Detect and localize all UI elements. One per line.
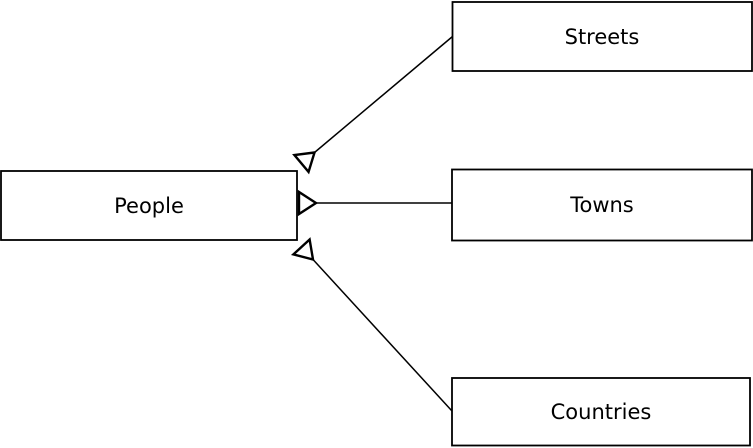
node-towns[interactable]: Towns (451, 168, 753, 242)
node-countries-box[interactable] (451, 377, 751, 447)
edge-people-streets-line (314, 35, 453, 154)
open-triangle-arrowhead-countries (290, 237, 315, 262)
node-towns-label: Towns (569, 193, 634, 217)
edge-people-streets (292, 35, 453, 175)
node-people-label: People (114, 194, 184, 218)
edge-people-towns (297, 189, 452, 217)
edge-people-countries-line (312, 258, 453, 412)
open-triangle-arrowhead-towns (297, 189, 319, 217)
open-triangle-arrowhead-streets (292, 151, 317, 175)
node-people-box[interactable] (0, 170, 298, 241)
node-countries[interactable]: Countries (451, 377, 751, 447)
node-streets-box[interactable] (451, 1, 753, 72)
node-people[interactable]: People (0, 170, 298, 241)
edge-people-countries (290, 237, 453, 412)
node-streets-label: Streets (565, 25, 640, 49)
node-streets[interactable]: Streets (451, 1, 753, 72)
node-towns-box[interactable] (451, 168, 753, 242)
node-countries-label: Countries (551, 400, 652, 424)
